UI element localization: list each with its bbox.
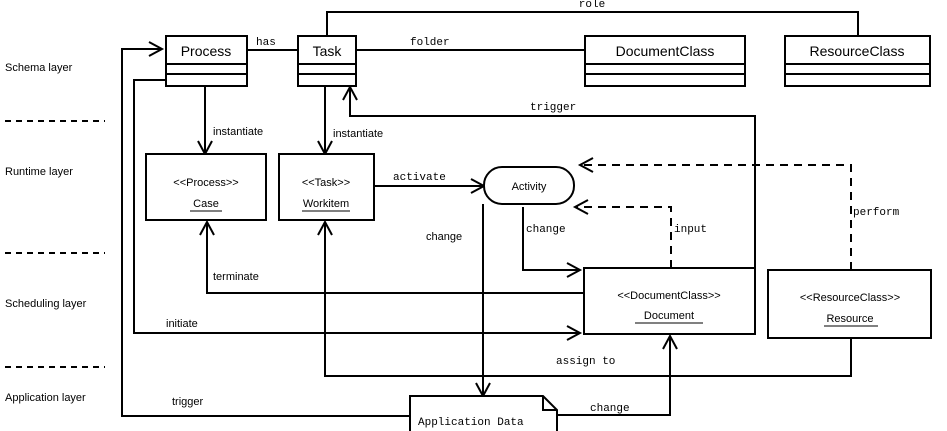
perform-arrowhead xyxy=(577,157,594,173)
resource-instance-box: <<ResourceClass>> Resource xyxy=(767,269,932,339)
document-class-name: DocumentClass xyxy=(616,43,715,59)
input-connector xyxy=(575,206,672,268)
resource-name: Resource xyxy=(826,313,873,325)
role-label: role xyxy=(579,0,605,11)
input-arrowhead xyxy=(572,199,589,215)
workitem-name: Workitem xyxy=(303,198,349,210)
assign-to-arrowhead xyxy=(317,219,333,236)
perform-label: perform xyxy=(853,207,900,219)
change-bottom-arrowhead xyxy=(662,333,678,350)
terminate-connector xyxy=(206,222,584,294)
activity-node: Activity xyxy=(483,166,575,205)
trigger-process-arrowhead xyxy=(148,41,165,57)
has-label: has xyxy=(256,37,276,49)
assign-to-label: assign to xyxy=(556,356,615,368)
activate-label: activate xyxy=(393,172,446,184)
workitem-instance-box: <<Task>> Workitem xyxy=(278,153,375,221)
initiate-label: initiate xyxy=(166,318,198,330)
case-stereotype: <<Process>> xyxy=(173,177,238,189)
document-stereotype: <<DocumentClass>> xyxy=(617,290,720,302)
task-class-box: Task xyxy=(297,35,357,87)
folder-label: folder xyxy=(410,37,450,49)
trigger-process-label: trigger xyxy=(172,396,204,408)
runtime-layer-label: Runtime layer xyxy=(5,166,73,178)
input-label: input xyxy=(674,224,707,236)
change-bottom-connector xyxy=(557,336,671,416)
task-class-name: Task xyxy=(313,43,343,59)
trigger-connector xyxy=(349,87,756,268)
instantiate-workitem-label: instantiate xyxy=(333,128,383,140)
resource-class-name: ResourceClass xyxy=(810,43,905,59)
application-data-note: Application Data xyxy=(409,395,558,431)
process-class-name: Process xyxy=(181,43,232,59)
case-name: Case xyxy=(193,198,219,210)
change-document-connector xyxy=(522,207,580,271)
terminate-arrowhead xyxy=(199,219,215,236)
initiate-arrowhead xyxy=(566,325,583,341)
role-connector xyxy=(326,11,859,36)
trigger-process-connector xyxy=(121,48,410,417)
scheduling-layer-label: Scheduling layer xyxy=(5,298,87,310)
initiate-connector xyxy=(133,79,580,334)
change-bottom-label: change xyxy=(590,403,630,415)
assign-to-connector xyxy=(324,222,852,377)
change-document-arrowhead xyxy=(566,262,583,278)
document-instance-box: <<DocumentClass>> Document xyxy=(583,267,756,335)
schema-layer-label: Schema layer xyxy=(5,62,73,74)
change-activity-label: change xyxy=(526,224,566,236)
trigger-label: trigger xyxy=(530,102,576,114)
resource-class-box: ResourceClass xyxy=(784,35,931,87)
change-appdata-label: change xyxy=(426,231,462,243)
activity-name: Activity xyxy=(512,181,547,193)
document-class-box: DocumentClass xyxy=(584,35,746,87)
application-data-name: Application Data xyxy=(418,417,524,429)
process-class-box: Process xyxy=(165,35,248,87)
case-instance-box: <<Process>> Case xyxy=(145,153,267,221)
terminate-label: terminate xyxy=(213,271,259,283)
document-name: Document xyxy=(644,310,694,322)
workitem-stereotype: <<Task>> xyxy=(302,177,350,189)
resource-stereotype: <<ResourceClass>> xyxy=(800,292,900,304)
instantiate-case-label: instantiate xyxy=(213,126,263,138)
application-layer-label: Application layer xyxy=(5,392,86,404)
perform-connector xyxy=(580,164,852,270)
